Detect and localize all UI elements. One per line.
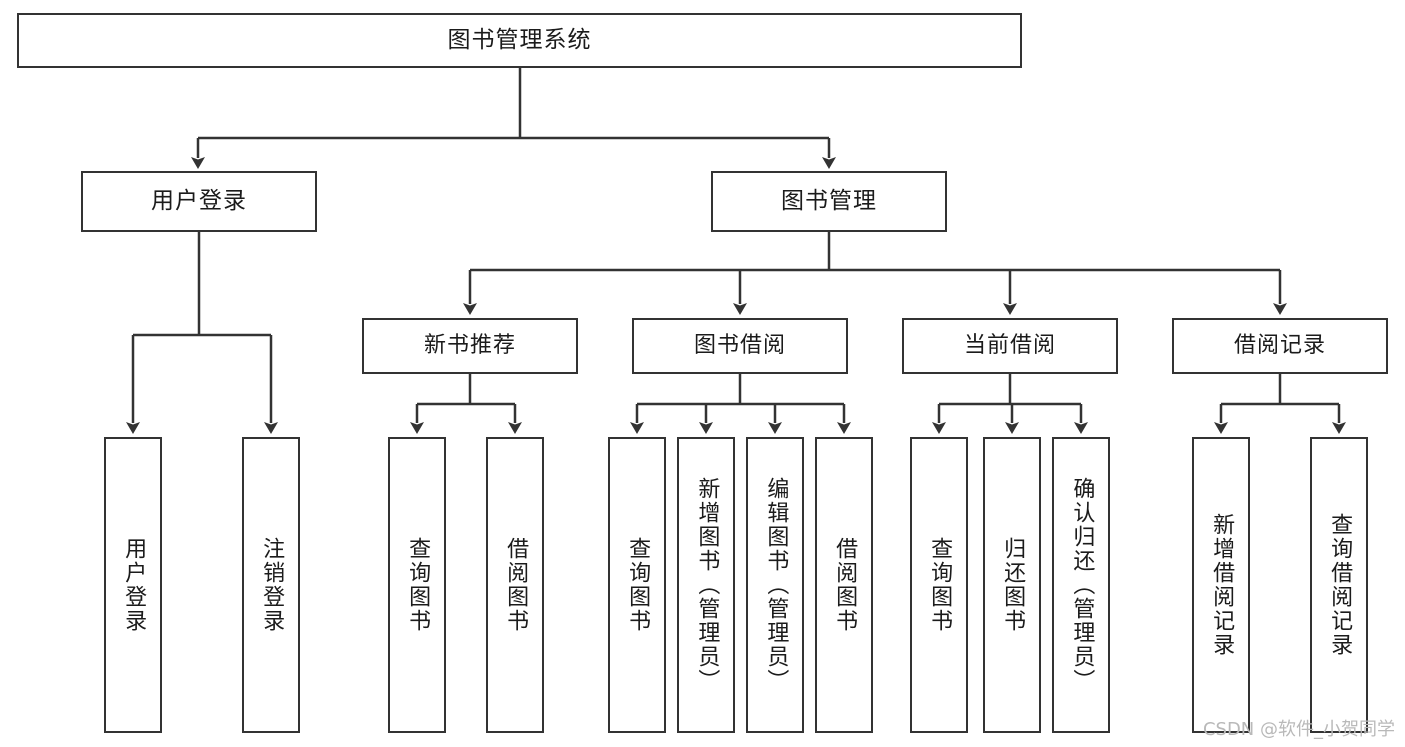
leaf-label: 借阅图书 [503,537,529,633]
leaf-label: 注销登录 [259,537,285,633]
leaf-node-query-book-current[interactable]: 查询图书 [910,437,968,733]
leaf-label: 新增借阅记录 [1209,513,1235,657]
leaf-node-borrow-book-recommend[interactable]: 借阅图书 [486,437,544,733]
node-borrow-record[interactable]: 借阅记录 [1172,318,1388,374]
node-book-manage[interactable]: 图书管理 [711,171,947,232]
node-label: 图书管理系统 [447,27,592,54]
node-new-book-recommend[interactable]: 新书推荐 [362,318,578,374]
leaf-node-logout-login[interactable]: 注销登录 [242,437,300,733]
node-user-login[interactable]: 用户登录 [81,171,317,232]
leaf-node-add-book-admin[interactable]: 新增图书（管理员） [677,437,735,733]
node-label: 图书借阅 [693,333,786,359]
leaf-node-borrow-book[interactable]: 借阅图书 [815,437,873,733]
leaf-node-return-book[interactable]: 归还图书 [983,437,1041,733]
leaf-label: 用户登录 [121,537,147,633]
leaf-node-confirm-return-admin[interactable]: 确认归还（管理员） [1052,437,1110,733]
leaf-node-query-book-recommend[interactable]: 查询图书 [388,437,446,733]
node-label: 新书推荐 [423,333,516,359]
leaf-label: 查询图书 [405,537,431,633]
leaf-node-query-book-borrow[interactable]: 查询图书 [608,437,666,733]
node-book-management-system[interactable]: 图书管理系统 [17,13,1022,68]
leaf-label: 编辑图书（管理员） [763,477,789,693]
node-label: 当前借阅 [963,333,1056,359]
leaf-node-add-borrow-record[interactable]: 新增借阅记录 [1192,437,1250,733]
node-label: 借阅记录 [1233,333,1326,359]
leaf-node-query-borrow-record[interactable]: 查询借阅记录 [1310,437,1368,733]
leaf-label: 查询图书 [927,537,953,633]
node-label: 用户登录 [151,188,247,215]
leaf-label: 查询借阅记录 [1327,513,1353,657]
node-label: 图书管理 [781,188,877,215]
leaf-label: 归还图书 [1000,537,1026,633]
leaf-label: 借阅图书 [832,537,858,633]
leaf-label: 新增图书（管理员） [694,477,720,693]
leaf-node-edit-book-admin[interactable]: 编辑图书（管理员） [746,437,804,733]
leaf-label: 确认归还（管理员） [1069,477,1095,693]
leaf-label: 查询图书 [625,537,651,633]
node-book-borrow[interactable]: 图书借阅 [632,318,848,374]
leaf-node-user-login[interactable]: 用户登录 [104,437,162,733]
node-current-borrow[interactable]: 当前借阅 [902,318,1118,374]
